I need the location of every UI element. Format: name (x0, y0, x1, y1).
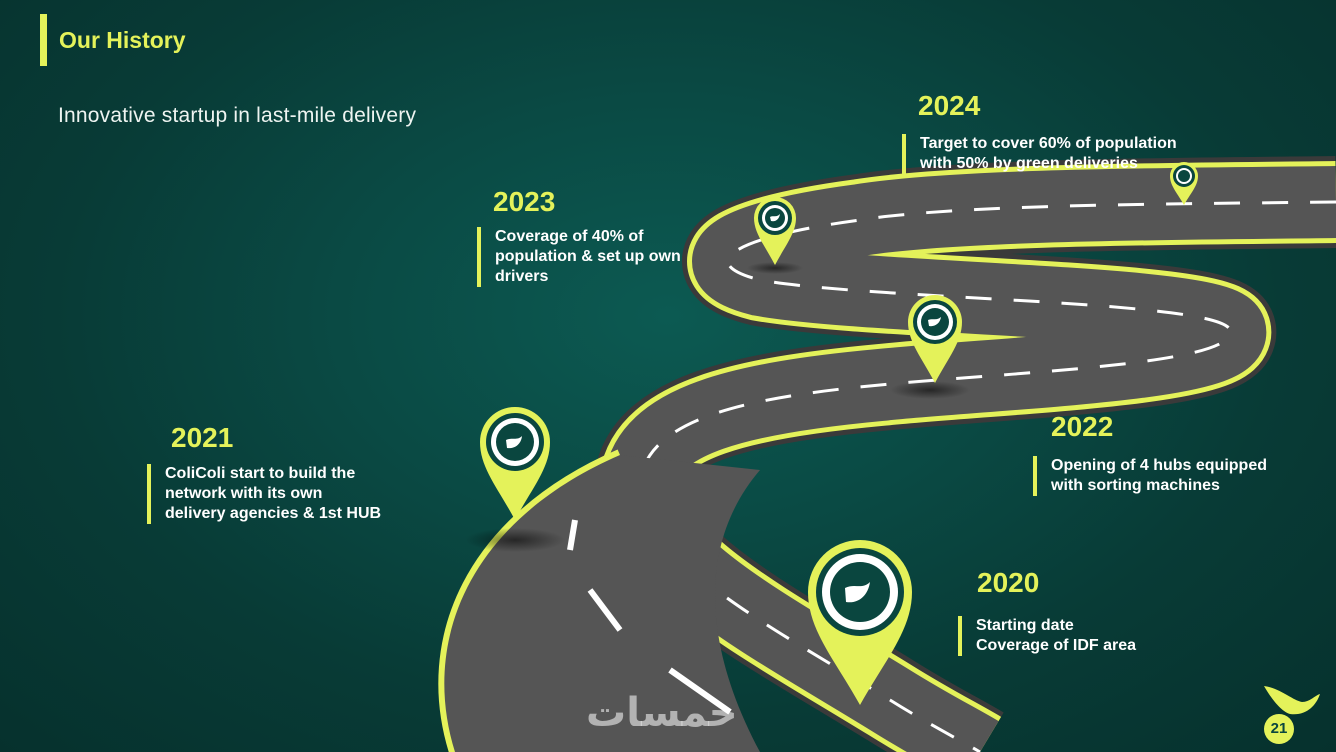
watermark: خمسات (586, 690, 738, 736)
map-pin-icon-2022 (908, 295, 962, 383)
milestone-desc-2024: Target to cover 60% of population with 5… (902, 134, 1177, 174)
map-pin-icon-2023 (754, 197, 796, 265)
map-pin-icon-2021 (480, 407, 550, 520)
map-pin-icon-2020 (808, 540, 912, 705)
title-accent-bar (40, 14, 47, 66)
milestone-desc-2021: ColiColi start to build the network with… (147, 464, 381, 524)
milestone-year-2024: 2024 (918, 90, 981, 121)
road-foreground-dashes (567, 519, 732, 715)
milestone-year-2021: 2021 (171, 422, 234, 453)
road-center-dashes (638, 200, 1336, 752)
slide-subtitle: Innovative startup in last-mile delivery (58, 104, 417, 127)
milestone-year-2023: 2023 (493, 186, 556, 217)
page-number: 21 (1264, 714, 1294, 744)
milestone-year-2022: 2022 (1051, 411, 1114, 442)
map-pin-icon-2024 (1170, 162, 1198, 205)
milestone-desc-2020: Starting date Coverage of IDF area (958, 616, 1136, 656)
milestone-desc-2023: Coverage of 40% of population & set up o… (477, 227, 681, 287)
milestone-desc-2022: Opening of 4 hubs equipped with sorting … (1033, 456, 1267, 496)
slide-title: Our History (59, 27, 186, 53)
milestone-year-2020: 2020 (977, 567, 1040, 598)
bird-logo-icon (1264, 686, 1320, 715)
